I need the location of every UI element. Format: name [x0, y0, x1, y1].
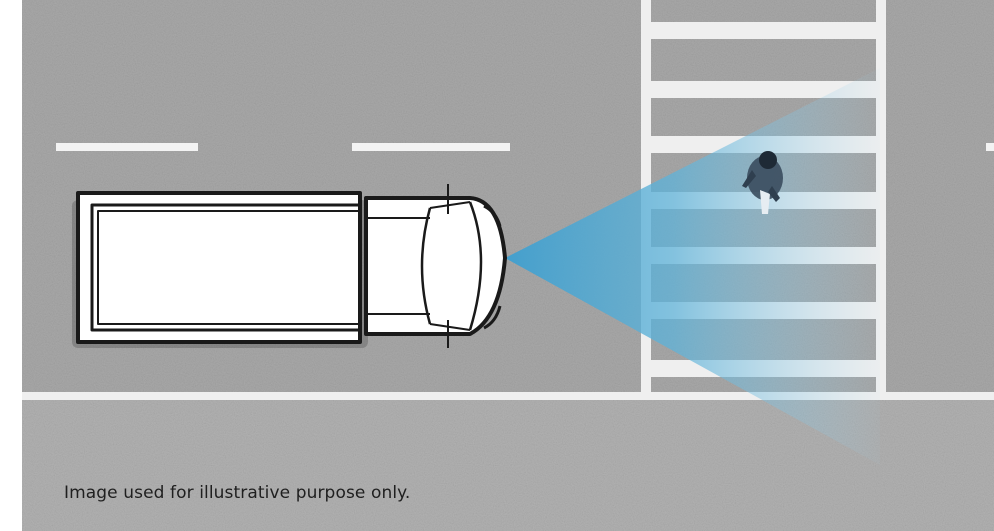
- disclaimer-caption: Image used for illustrative purpose only…: [64, 483, 411, 503]
- truck-top-view: [76, 184, 507, 348]
- pedestrian-figure: [742, 151, 783, 214]
- road-edge-line: [22, 392, 994, 400]
- sensor-beam: [505, 68, 880, 465]
- lane-markings: [56, 143, 994, 151]
